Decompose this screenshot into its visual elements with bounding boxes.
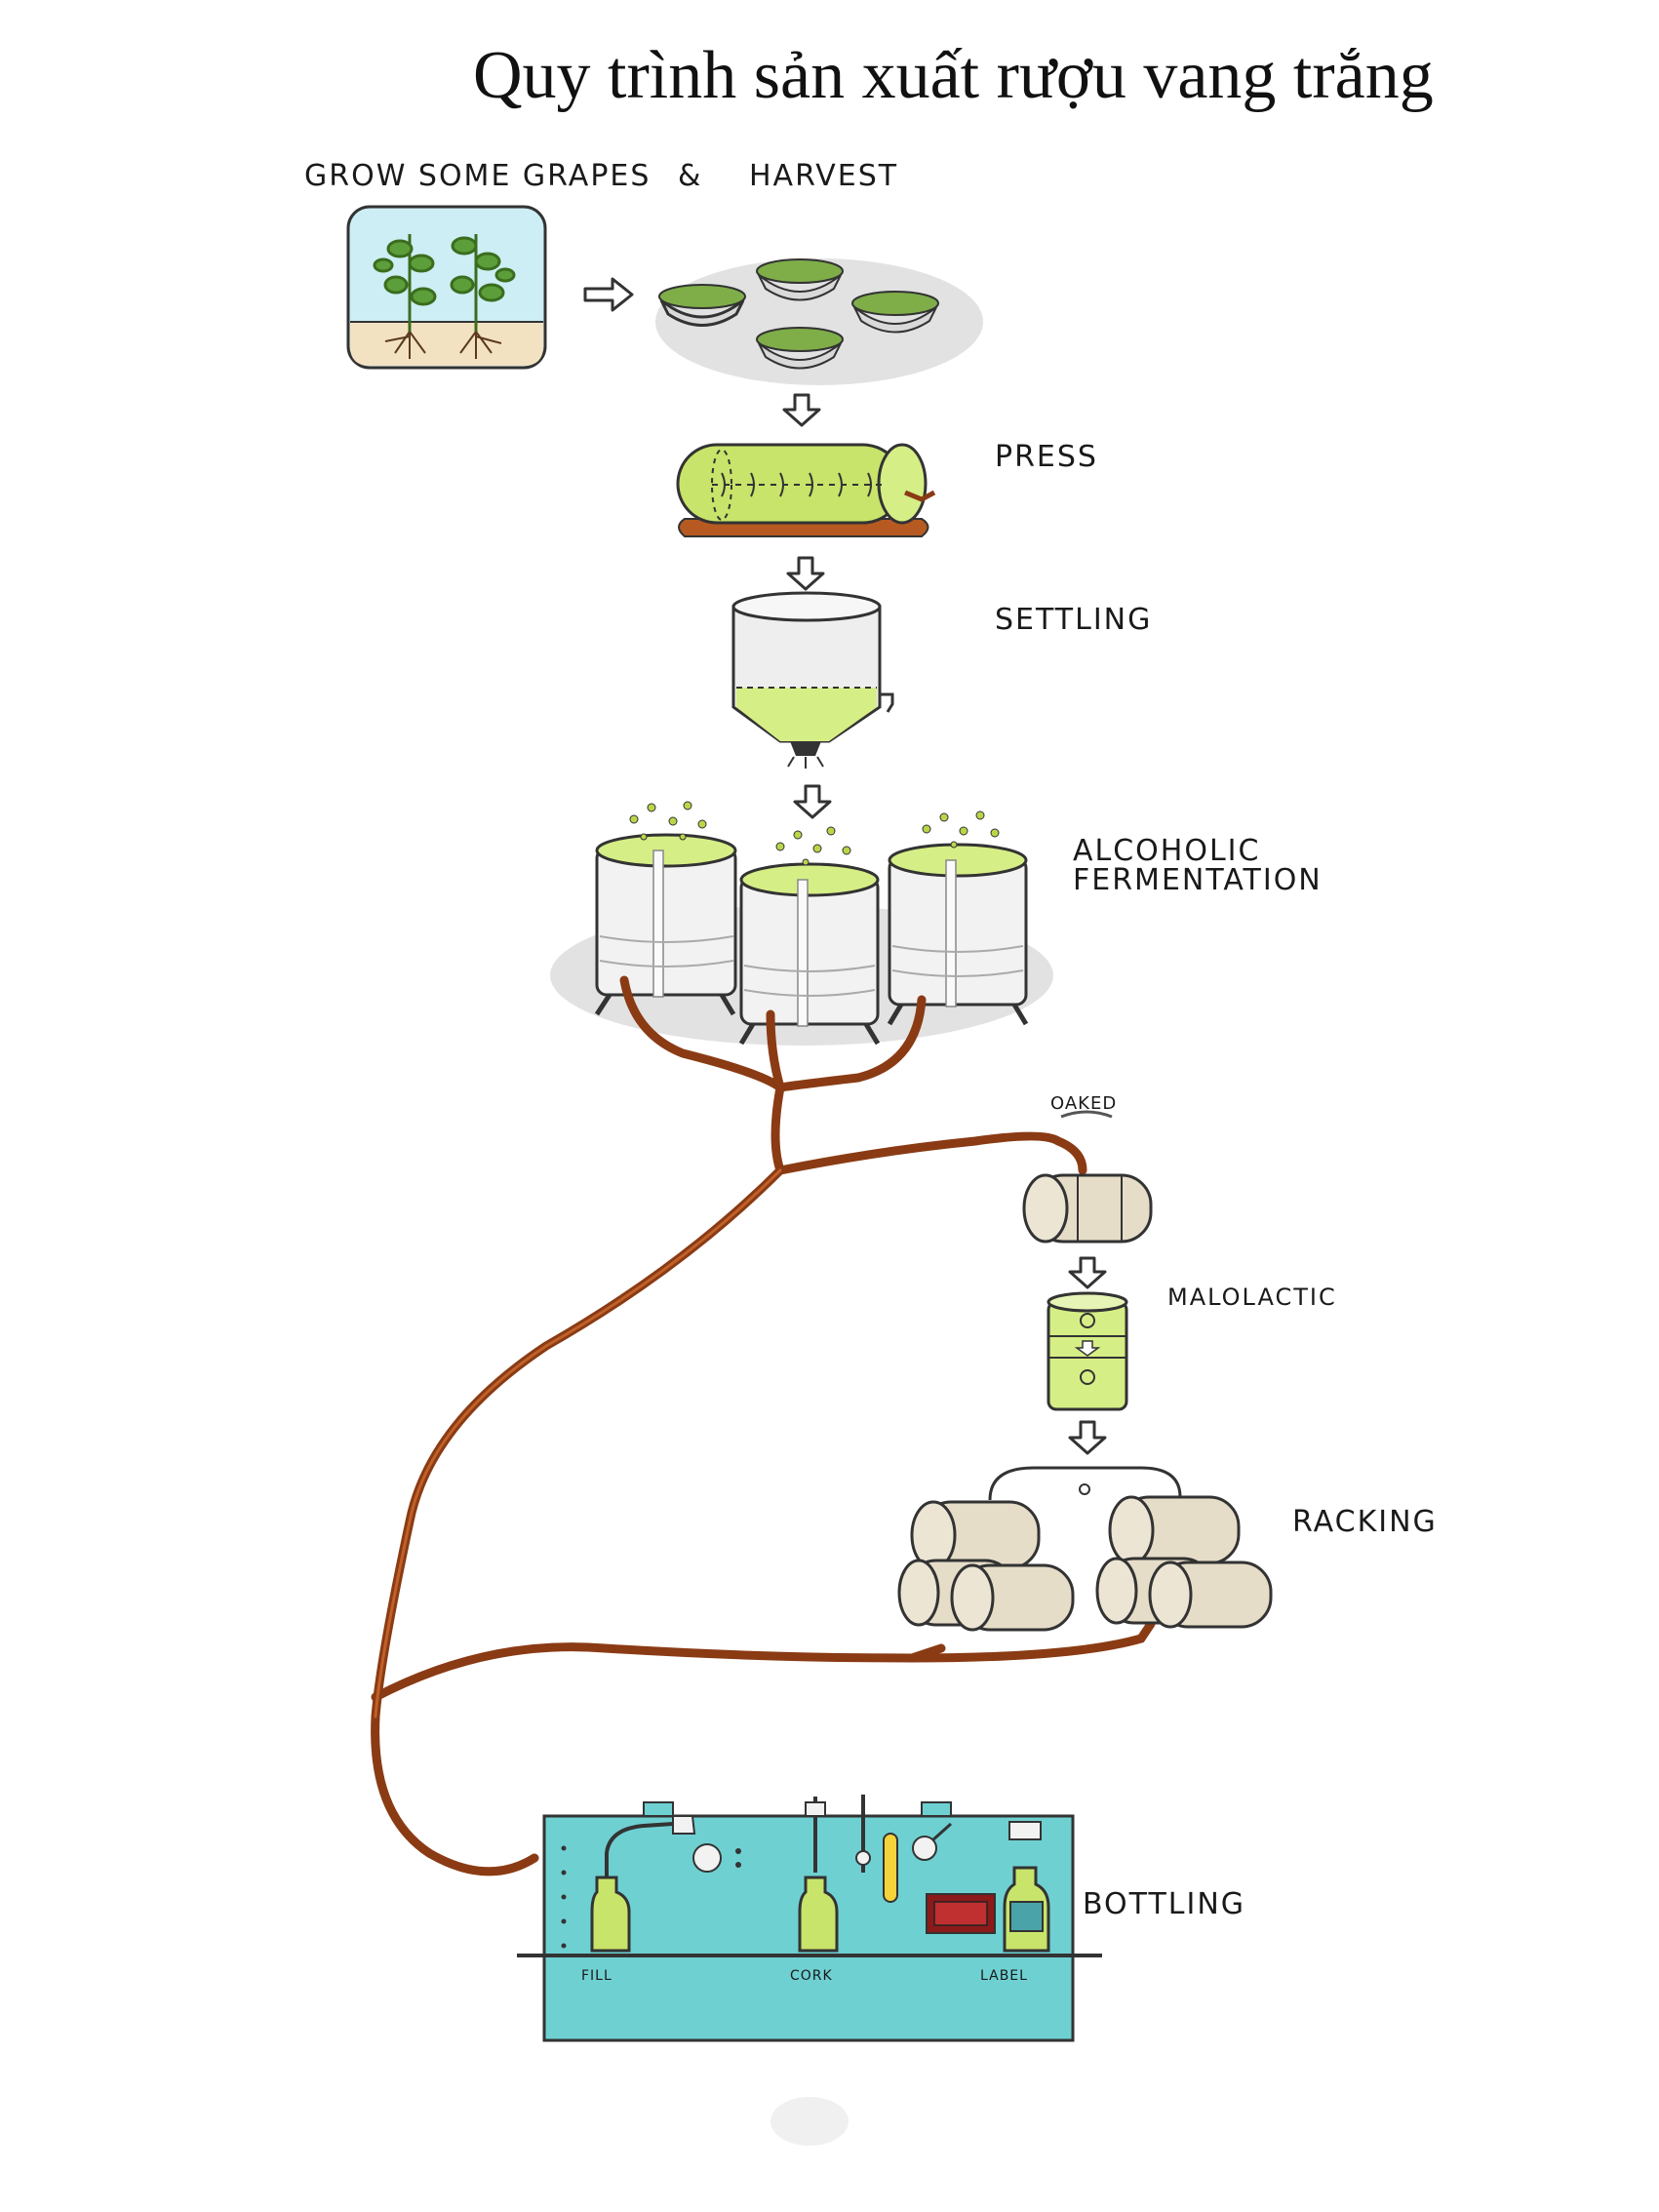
label-fill: FILL [581,1968,612,1984]
wine-press [676,443,936,537]
label-bottling: BOTTLING [1083,1887,1245,1921]
arrow-to-malolactic [1068,1256,1107,1289]
label-malolactic: MALOLACTIC [1167,1284,1337,1311]
arrow-to-harvest [583,277,634,312]
arrow-to-racking [1068,1420,1107,1455]
arrow-to-press [782,393,821,427]
vineyard-illustration [346,205,547,370]
label-grow: GROW SOME GRAPES [304,159,651,193]
label-fermentation-line2: FERMENTATION [1073,863,1323,897]
harvest-baskets [655,258,983,385]
fermentation-tanks [550,801,1053,1046]
label-press: PRESS [995,440,1098,474]
label-harvest: HARVEST [749,159,898,193]
floor-shadow [770,2097,849,2146]
racking-barrels [897,1466,1273,1632]
transfer-pipes [371,975,1156,1876]
label-label: LABEL [980,1968,1028,1984]
oak-barrel [1022,1110,1153,1244]
label-oaked: OAKED [1050,1093,1117,1114]
bottling-machine: FILL CORK LABEL [517,1795,1102,2042]
label-amp: & [678,159,702,193]
diagram-title: Quy trình sản xuất rượu vang trắng [473,38,1434,113]
malolactic-tanks [1047,1291,1128,1411]
label-racking: RACKING [1292,1505,1438,1539]
settling-tank [731,591,894,769]
arrow-to-fermentation [793,784,832,819]
label-cork: CORK [790,1968,833,1984]
label-fermentation-line1: ALCOHOLIC [1073,834,1260,868]
label-settling: SETTLING [995,603,1152,637]
arrow-to-settling [786,556,825,591]
